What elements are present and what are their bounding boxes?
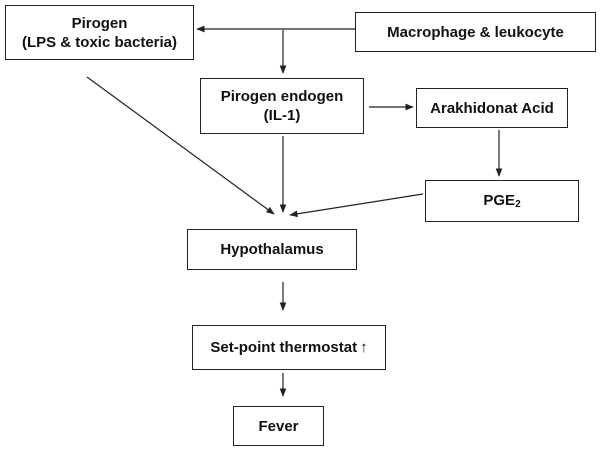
node-arakhidonat-label: Arakhidonat Acid xyxy=(430,99,554,117)
node-pirogen: Pirogen (LPS & toxic bacteria) xyxy=(5,5,194,60)
arrow-pge-to-hypothalamus xyxy=(289,193,424,218)
node-hypothalamus-label: Hypothalamus xyxy=(220,241,324,258)
node-pge2-text: PGE xyxy=(483,191,516,209)
node-macrophage-label: Macrophage & leukocyte xyxy=(387,23,564,41)
node-pirogen-endogen: Pirogen endogen (IL-1) xyxy=(200,78,364,134)
node-pirogen-title: Pirogen xyxy=(71,14,128,32)
node-macrophage-leukocyte: Macrophage & leukocyte xyxy=(355,12,596,52)
node-pge2: PGE2 xyxy=(425,180,579,222)
node-pge2-subscript: 2 xyxy=(515,198,521,210)
node-hypothalamus: Hypothalamus xyxy=(187,229,357,270)
node-pirogen-endogen-title: Pirogen endogen xyxy=(220,88,344,105)
node-pirogen-subtitle: (LPS & toxic bacteria) xyxy=(21,33,178,51)
node-fever-label: Fever xyxy=(258,417,299,435)
node-setpoint-label-row: Set-point thermostat↑ xyxy=(210,338,367,357)
up-arrow-icon: ↑ xyxy=(360,339,368,356)
node-pirogen-endogen-subtitle: (IL-1) xyxy=(263,107,301,124)
node-setpoint-thermostat: Set-point thermostat↑ xyxy=(192,325,386,370)
node-setpoint-label: Set-point thermostat xyxy=(210,339,358,356)
arrow-pirogen-to-hypothalamus xyxy=(86,76,275,215)
node-pge2-label: PGE2 xyxy=(483,191,520,212)
node-fever: Fever xyxy=(233,406,324,446)
node-arakhidonat-acid: Arakhidonat Acid xyxy=(416,88,568,128)
